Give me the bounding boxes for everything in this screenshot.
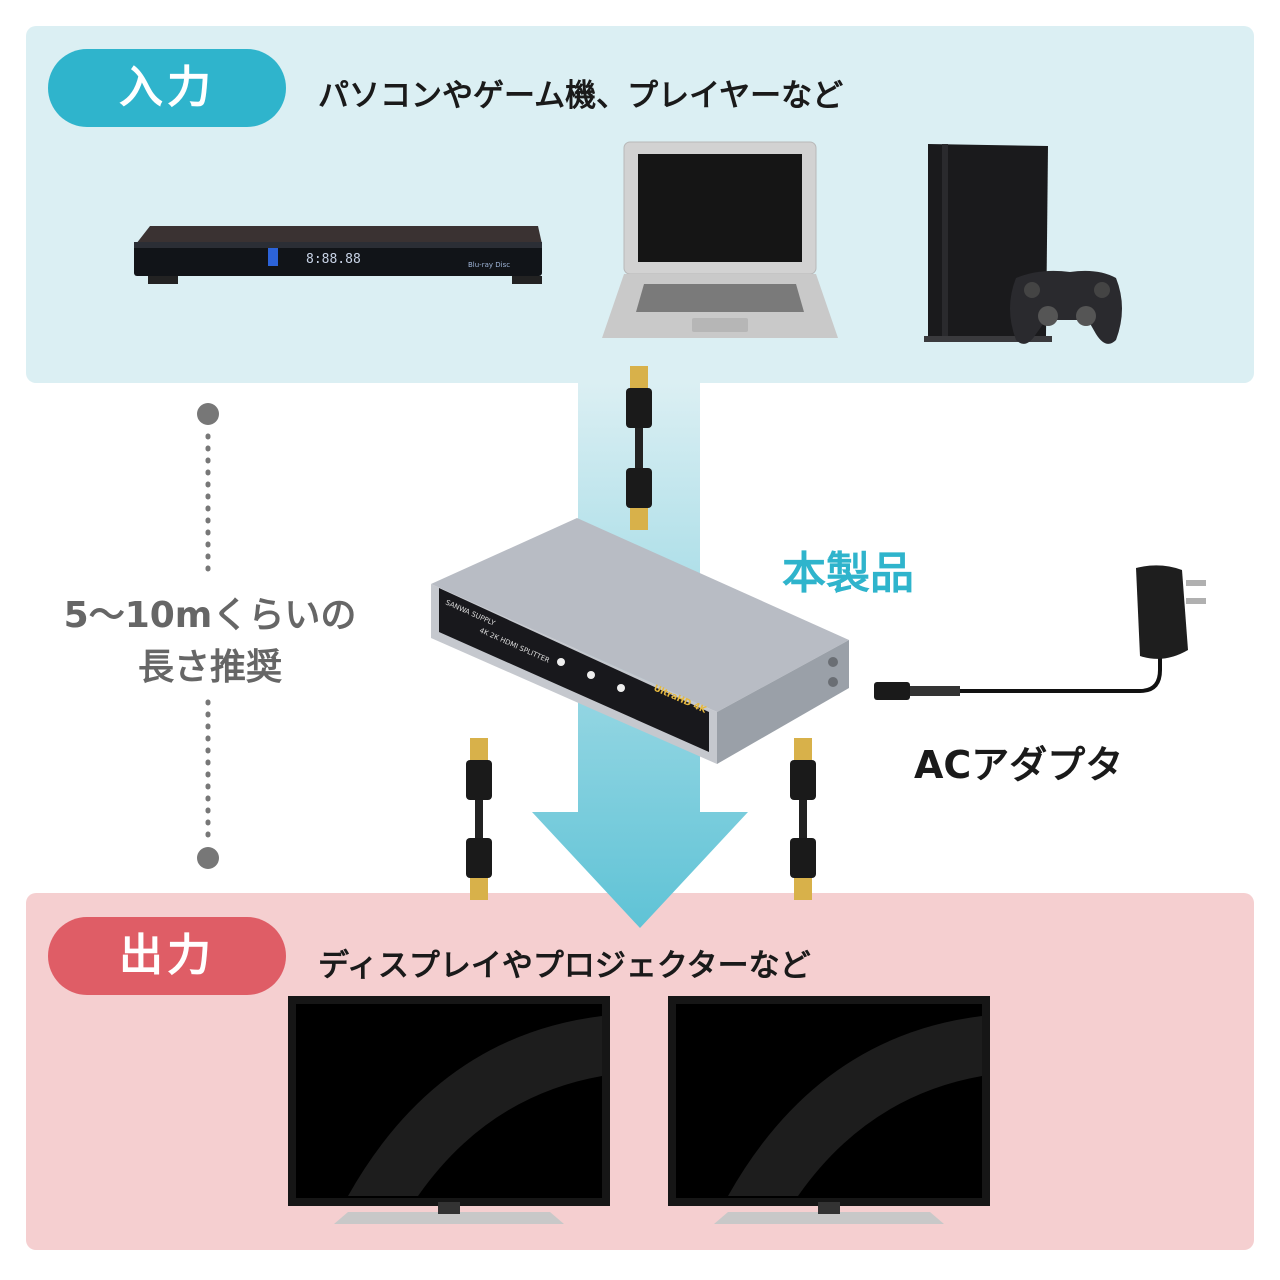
length-dotted-line xyxy=(197,403,219,869)
ac-adapter-label: ACアダプタ xyxy=(914,743,1124,787)
laptop-icon xyxy=(602,141,838,338)
bluray-player-icon: 8:88.88 Blu-ray Disc xyxy=(134,226,542,284)
output-caption: ディスプレイやプロジェクターなど xyxy=(318,948,811,984)
input-caption: パソコンやゲーム機、プレイヤーなど xyxy=(318,78,844,114)
controller-icon xyxy=(1010,270,1122,344)
input-pill: 入力 xyxy=(48,49,286,127)
display-left-icon xyxy=(288,996,610,1224)
output-pill: 出力 xyxy=(48,917,286,995)
hdmi-cable-output2-icon xyxy=(790,738,816,900)
hdmi-splitter-icon: SANWA SUPPLY 4K 2K HDMI SPLITTER UltraHD… xyxy=(431,518,849,764)
length-line2: 長さ推奨 xyxy=(137,647,282,688)
bluray-logo-text: Blu-ray Disc xyxy=(468,261,510,269)
product-label: 本製品 xyxy=(782,548,914,599)
display-right-icon xyxy=(668,996,990,1224)
hdmi-cable-input-icon xyxy=(626,366,652,530)
game-console-icon xyxy=(924,144,1122,344)
bluray-display: 8:88.88 xyxy=(306,252,361,267)
ac-adapter-icon xyxy=(874,565,1206,700)
length-line1: 5〜10mくらいの xyxy=(63,595,357,636)
hdmi-cable-output1-icon xyxy=(466,738,492,900)
length-recommendation: 5〜10mくらいの 長さ推奨 xyxy=(40,590,380,694)
